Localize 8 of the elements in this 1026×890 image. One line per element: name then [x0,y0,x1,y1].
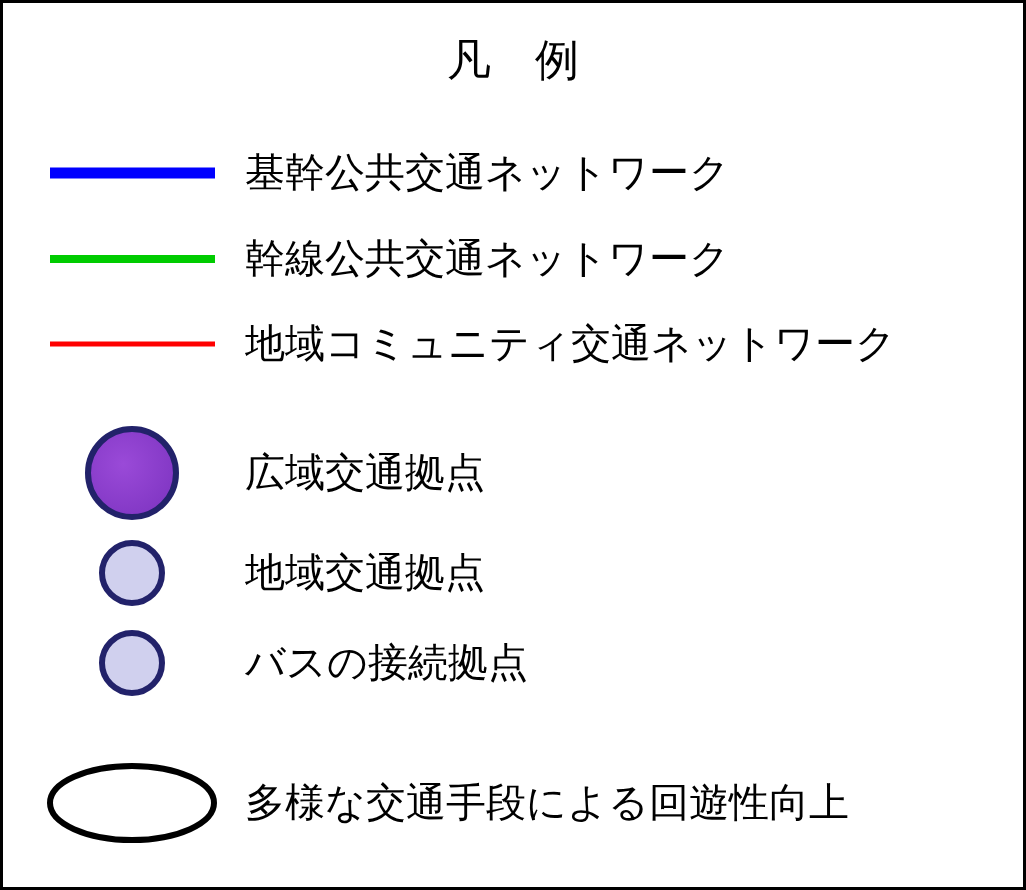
legend-label: 基幹公共交通ネットワーク [245,152,730,192]
legend-label: 地域コミュニティ交通ネットワーク [245,323,896,363]
legend-title: 凡 例 [446,38,580,82]
legend-label: 多様な交通手段による回遊性向上 [245,782,849,822]
legend-label: バスの接続拠点 [245,642,528,682]
legend-label: 幹線公共交通ネットワーク [245,238,730,278]
legend-label: 地域交通拠点 [245,552,485,592]
legend-label: 広域交通拠点 [245,452,485,492]
